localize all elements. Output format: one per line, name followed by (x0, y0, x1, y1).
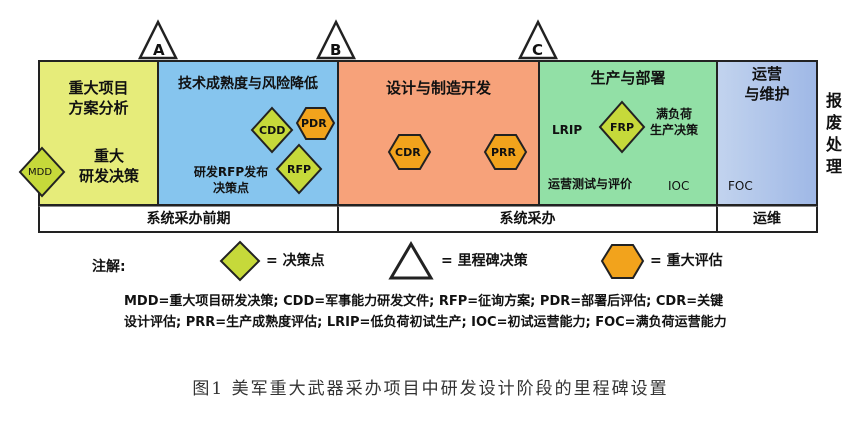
phase-material-analysis-title: 重大项目 方案分析 (68, 79, 129, 117)
legend-hexagon-icon (600, 244, 645, 279)
stage-pre-acquisition: 系统采办前期 (38, 206, 339, 233)
milestone-b-triangle (315, 19, 357, 60)
stage-acquisition: 系统采办 (337, 206, 718, 233)
mdd-diamond (18, 146, 66, 198)
prr-hexagon (483, 134, 528, 170)
legend-milestone-decision: = 里程碑决策 (441, 253, 528, 269)
pdr-label: PDR (301, 117, 327, 130)
phase-operations-support: 运营 与维护 FOC (716, 60, 818, 206)
operational-test-label: 运营测试与评价 (548, 177, 633, 191)
phase-engineering-development: 设计与制造开发 (337, 60, 540, 206)
legend-decision-point: = 决策点 (266, 253, 325, 269)
phase-material-decision-label: 重大 研发决策 (78, 147, 139, 185)
cdd-diamond (250, 106, 294, 154)
abbreviation-note-line1: MDD=重大项目研发决策; CDD=军事能力研发文件; RFP=征询方案; PD… (124, 294, 724, 309)
disposal-label: 报 废 处 理 (825, 91, 842, 176)
milestone-c-triangle (517, 19, 559, 60)
figure-caption: 图1 美军重大武器采办项目中研发设计阶段的里程碑设置 (192, 379, 669, 399)
rfp-decision-label: 研发RFP发布 决策点 (193, 165, 269, 195)
ioc-label: IOC (668, 179, 690, 193)
mdd-label: MDD (28, 167, 53, 178)
pdr-hexagon (295, 107, 336, 140)
cdr-label: CDR (395, 146, 421, 159)
phase-operations-support-title: 运营 与维护 (744, 65, 790, 103)
cdr-hexagon (387, 134, 432, 170)
phase-technology-maturation-title: 技术成熟度与风险降低 (178, 76, 318, 92)
legend-triangle-icon (388, 241, 434, 280)
frp-diamond (598, 100, 646, 154)
phase-production-deployment-title: 生产与部署 (590, 69, 666, 87)
cdd-label: CDD (259, 124, 286, 137)
foc-label: FOC (728, 179, 753, 193)
frp-label: FRP (610, 121, 635, 134)
legend-icons (219, 240, 645, 282)
prr-label: PRR (491, 146, 517, 159)
milestone-b-label: B (330, 41, 342, 59)
milestone-c-label: C (532, 41, 544, 59)
milestone-triangles (137, 19, 559, 60)
milestone-a-triangle (137, 19, 179, 60)
lrip-label: LRIP (552, 123, 583, 137)
diagram-markers (18, 100, 646, 198)
stage-operations: 运维 (716, 206, 818, 233)
phase-material-analysis: 重大项目 方案分析 重大 研发决策 (38, 60, 159, 206)
legend-title: 注解: (92, 259, 126, 275)
full-rate-decision-label: 满负荷 生产决策 (650, 107, 699, 137)
rfp-label: RFP (287, 163, 312, 176)
legend-diamond-icon (219, 240, 261, 282)
milestone-a-label: A (153, 41, 165, 59)
abbreviation-note-line2: 设计评估; PRR=生产成熟度评估; LRIP=低负荷初试生产; IOC=初试运… (124, 315, 727, 330)
rfp-diamond (275, 143, 323, 195)
phase-engineering-development-title: 设计与制造开发 (385, 79, 491, 97)
legend-major-review: = 重大评估 (650, 253, 723, 269)
